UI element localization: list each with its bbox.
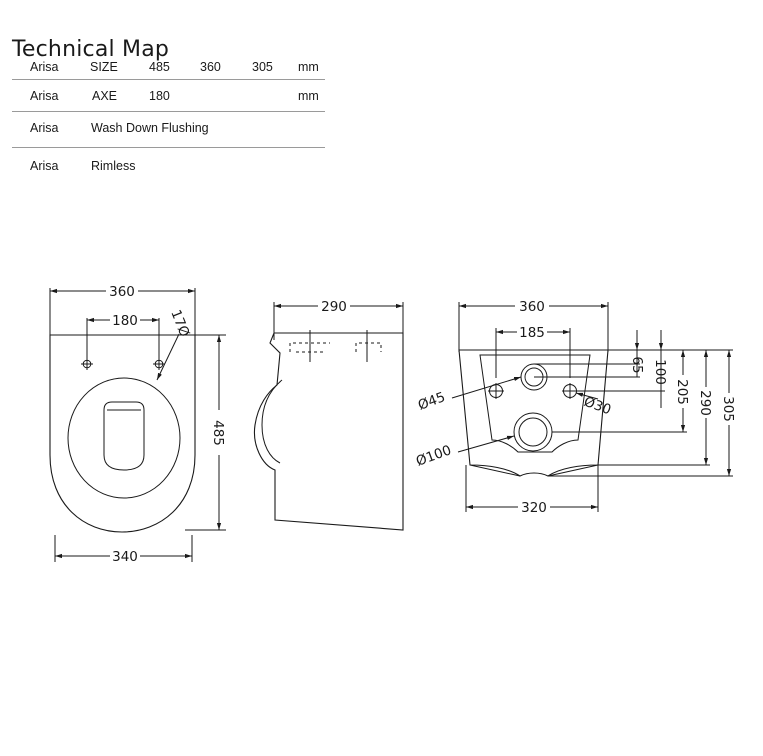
rear-view: 360 185 65 (414, 299, 736, 516)
dim-label-340: 340 (112, 549, 138, 565)
side-view: 290 (253, 299, 404, 531)
dim-label-100: 100 (652, 359, 668, 385)
bowl-outline (49, 334, 196, 533)
spec-table: Arisa SIZE 485 360 305 mm Arisa AXE 180 … (12, 54, 325, 184)
spec-value-3: 305 (252, 60, 273, 74)
dim-label-185: 185 (519, 325, 545, 341)
rear-inner-outline (479, 354, 591, 453)
spec-unit: mm (298, 89, 319, 103)
dim-label-205: 205 (674, 379, 690, 405)
side-profile (253, 332, 404, 531)
dim-label-485: 485 (210, 420, 226, 446)
spec-value-1: 485 (149, 60, 170, 74)
rear-base-edge (469, 464, 599, 477)
dim-label-45: Ø45 (416, 389, 448, 414)
spec-row: Arisa Wash Down Flushing (12, 112, 325, 148)
dim-label-rear-360: 360 (519, 299, 545, 315)
dim-label-rear-290: 290 (697, 390, 713, 416)
spec-row: Arisa Rimless (12, 148, 325, 184)
spec-model: Arisa (30, 121, 59, 135)
dim-label-30: Ø30 (582, 394, 614, 419)
leader-line-17 (156, 333, 180, 381)
spec-param: Wash Down Flushing (91, 121, 209, 135)
dim-label-180: 180 (112, 313, 138, 329)
spec-model: Arisa (30, 60, 59, 74)
leader-line-30 (575, 392, 599, 400)
leader-line-45 (451, 376, 522, 399)
spec-param: Rimless (91, 159, 136, 173)
dim-label-65: 65 (629, 356, 645, 373)
hidden-line (355, 342, 382, 352)
spec-value-2: 360 (200, 60, 221, 74)
dim-label-305: 305 (720, 396, 736, 422)
spec-model: Arisa (30, 159, 59, 173)
rear-outline (458, 349, 609, 477)
spec-value-1: 180 (149, 89, 170, 103)
spec-row: Arisa SIZE 485 360 305 mm (12, 54, 325, 80)
dim-label-100-dia: Ø100 (414, 442, 454, 469)
dim-label-290: 290 (321, 299, 347, 315)
spec-model: Arisa (30, 89, 59, 103)
dim-label-320: 320 (521, 500, 547, 516)
spec-unit: mm (298, 60, 319, 74)
outlet-outer (513, 412, 553, 452)
spec-param: SIZE (90, 60, 118, 74)
spec-row: Arisa AXE 180 mm (12, 80, 325, 112)
top-view: 360 180 17Ø 485 340 (49, 284, 226, 565)
leader-line-100 (457, 435, 515, 453)
bowl-opening (103, 401, 145, 471)
outlet-inner (518, 417, 548, 447)
page-title: Technical Map (12, 36, 170, 62)
bowl-rim (67, 377, 181, 499)
side-profile-inner (261, 379, 283, 464)
spec-param: AXE (92, 89, 118, 103)
dim-label-360: 360 (109, 284, 135, 300)
hidden-line (289, 342, 330, 352)
